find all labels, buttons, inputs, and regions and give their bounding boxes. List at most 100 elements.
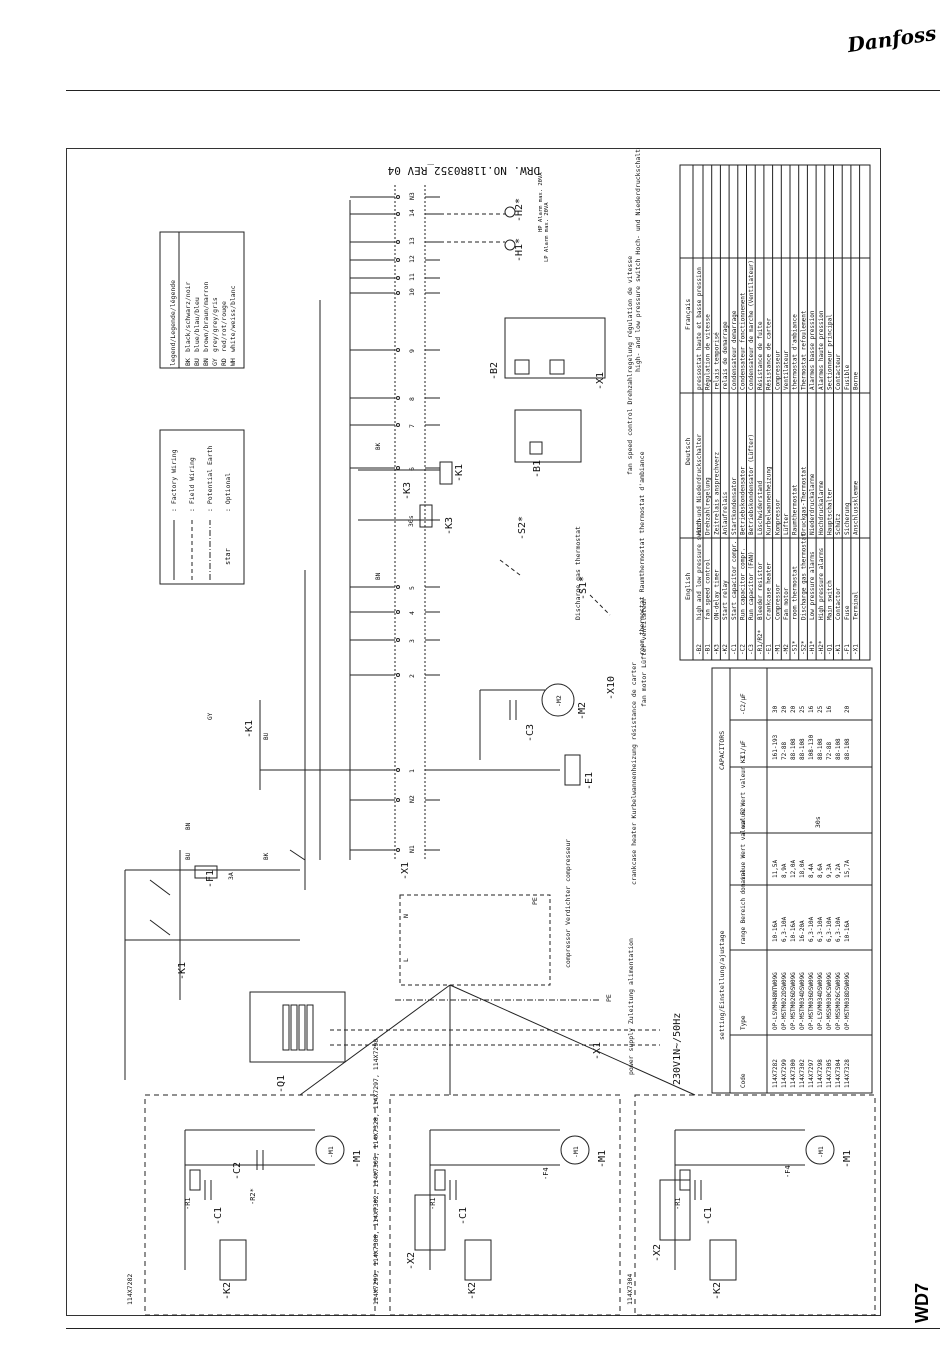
table-code: -B2 xyxy=(696,644,703,655)
table-en: Terminal xyxy=(853,591,860,620)
table-en: Bleeder resistor xyxy=(757,562,764,620)
table-de: Startkondensator xyxy=(731,477,738,535)
b1-label: -B1 xyxy=(532,460,543,478)
settings-f2: 9,2A xyxy=(835,863,842,878)
settings-c1: 72-88 xyxy=(826,742,833,760)
m1-symbol: -M1 xyxy=(327,1146,335,1158)
terminal-point xyxy=(396,240,400,244)
terminal-point xyxy=(396,348,400,352)
table-code: -C2 xyxy=(740,644,747,655)
terminal-number: 4 xyxy=(408,611,416,615)
k3-value: 30s xyxy=(814,816,822,828)
settings-c2: 16 xyxy=(826,705,833,713)
table-fr: relais temporisé xyxy=(713,332,720,390)
settings-type: OP-LSVM034DSW09G xyxy=(817,972,824,1030)
variant-box-1 xyxy=(144,1094,376,1316)
lamp-h2 xyxy=(504,206,516,218)
k3-contact-label: -K3 xyxy=(402,482,413,500)
settings-type: OP-MSSM030CSW09G xyxy=(826,972,833,1030)
settings-range: 6,3-10A xyxy=(781,916,788,942)
compressor-box xyxy=(399,894,551,986)
fan-motor-m2 xyxy=(541,683,575,717)
svg-text:Danfoss: Danfoss xyxy=(845,22,938,57)
c3-label: -C3 xyxy=(525,724,536,742)
table-de: Lüfter xyxy=(783,513,790,535)
table-de: Kompressor xyxy=(774,498,781,535)
settings-range: 6,3-10A xyxy=(826,916,833,942)
settings-code: 114X7282 xyxy=(772,1059,779,1088)
table-en: Crankcase heater xyxy=(766,562,773,620)
table-code: -H2* xyxy=(818,640,825,655)
settings-header: value Wert valeur K3 xyxy=(740,755,747,828)
table-fr: Alarmes haute pression xyxy=(818,310,825,390)
table-header-en: English xyxy=(684,573,692,600)
table-fr: Contacteur xyxy=(835,353,842,390)
table-de: Schütz xyxy=(835,513,842,535)
x1-b2-label: -X1 xyxy=(595,372,606,390)
settings-header: -C2/µF xyxy=(740,693,747,715)
settings-code: 114X7300 xyxy=(790,1059,797,1088)
table-en: Low pressure alarms xyxy=(809,551,816,620)
pressure-switch-label: high- and low pressure switch Hoch- und … xyxy=(634,148,642,372)
f1-rating: 3A xyxy=(227,872,235,880)
table-code: -K2 xyxy=(722,644,729,655)
settings-code: 114X7302 xyxy=(799,1059,806,1088)
variant-2-code: 114X7299, 114X7300, 114X7302, 114X7305, … xyxy=(372,1039,380,1305)
fan-speed-label: fan speed control Drehzahlregelung régul… xyxy=(626,256,634,475)
settings-code: 114X7305 xyxy=(826,1059,833,1088)
table-fr: Ventilateur xyxy=(783,350,790,390)
pointer-line xyxy=(449,984,696,1096)
settings-type: OP-LSVM048NTW09G xyxy=(772,972,779,1030)
voltage-label: 230V1N~/50Hz xyxy=(672,1013,683,1085)
component-table xyxy=(679,164,871,661)
settings-type: OP-MSTM022DSW09G xyxy=(781,972,788,1030)
table-de: Drehzahlregelung xyxy=(705,477,712,535)
settings-c2: 25 xyxy=(799,705,806,713)
settings-type: OP-MSTM036DSW09G xyxy=(808,972,815,1030)
color-code: BU xyxy=(193,358,201,366)
settings-c2: 30 xyxy=(772,705,779,713)
variant-box-2 xyxy=(389,1094,621,1316)
table-de: Kurbelwannenheizung xyxy=(766,466,773,535)
settings-f2: 12,0A xyxy=(790,860,797,878)
settings-type: OP-MSTM034DSW09G xyxy=(799,972,806,1030)
k1-contact xyxy=(149,919,171,936)
pe-label: PE xyxy=(605,994,613,1002)
compressor-m1 xyxy=(560,1135,590,1165)
terminal-number: 1 xyxy=(408,769,416,773)
terminal-number: N1 xyxy=(408,845,416,853)
wire-color-code: BK xyxy=(375,442,382,450)
table-fr: Borne xyxy=(853,372,860,390)
table-en: Contactor xyxy=(835,587,842,620)
table-code: -R1/R2* xyxy=(757,629,764,655)
fan-speed-control-b1 xyxy=(514,409,582,463)
wiring-legend-text: : Potential Earth xyxy=(206,445,214,512)
optional-star: star xyxy=(224,548,232,565)
settings-f2: 8,4A xyxy=(808,863,815,878)
terminal-point xyxy=(396,423,400,427)
discharge-gas-label: Discharge gas thermostat xyxy=(574,526,582,620)
r1-label: -R1 xyxy=(674,1197,682,1210)
color-name: white/weiss/blanc xyxy=(229,285,237,352)
k3-delay: 30s xyxy=(407,515,415,527)
terminal-number: N2 xyxy=(408,795,416,803)
terminal-point xyxy=(396,291,400,295)
table-code: -E1 xyxy=(766,644,773,655)
table-fr: Condensateur de marche (Ventilateur) xyxy=(748,260,755,390)
start-relay-k2 xyxy=(219,1239,247,1281)
c1-label: -C1 xyxy=(703,1207,714,1225)
k2-label: -K2 xyxy=(222,1282,233,1300)
c1-label: -C1 xyxy=(458,1207,469,1225)
wiring-legend-box xyxy=(159,429,245,585)
m1-symbol: -M1 xyxy=(572,1146,580,1158)
table-en: Start capacitor compr. xyxy=(731,541,738,620)
f1-label: -F1 xyxy=(205,870,216,888)
settings-f2: 15,7A xyxy=(844,860,851,878)
terminal-number: 12 xyxy=(408,255,416,263)
crankcase-label: crankcase heater Kurbelwannenheizung rés… xyxy=(630,662,638,885)
table-de: Druckgas-Thermostat xyxy=(800,466,807,535)
table-fr: Sectionneur principal xyxy=(827,314,834,390)
power-supply-label: power supply Zuleitung alimentation xyxy=(627,938,635,1075)
x2-label-3: -X2 xyxy=(652,1244,663,1262)
start-relay-k2 xyxy=(709,1239,737,1281)
